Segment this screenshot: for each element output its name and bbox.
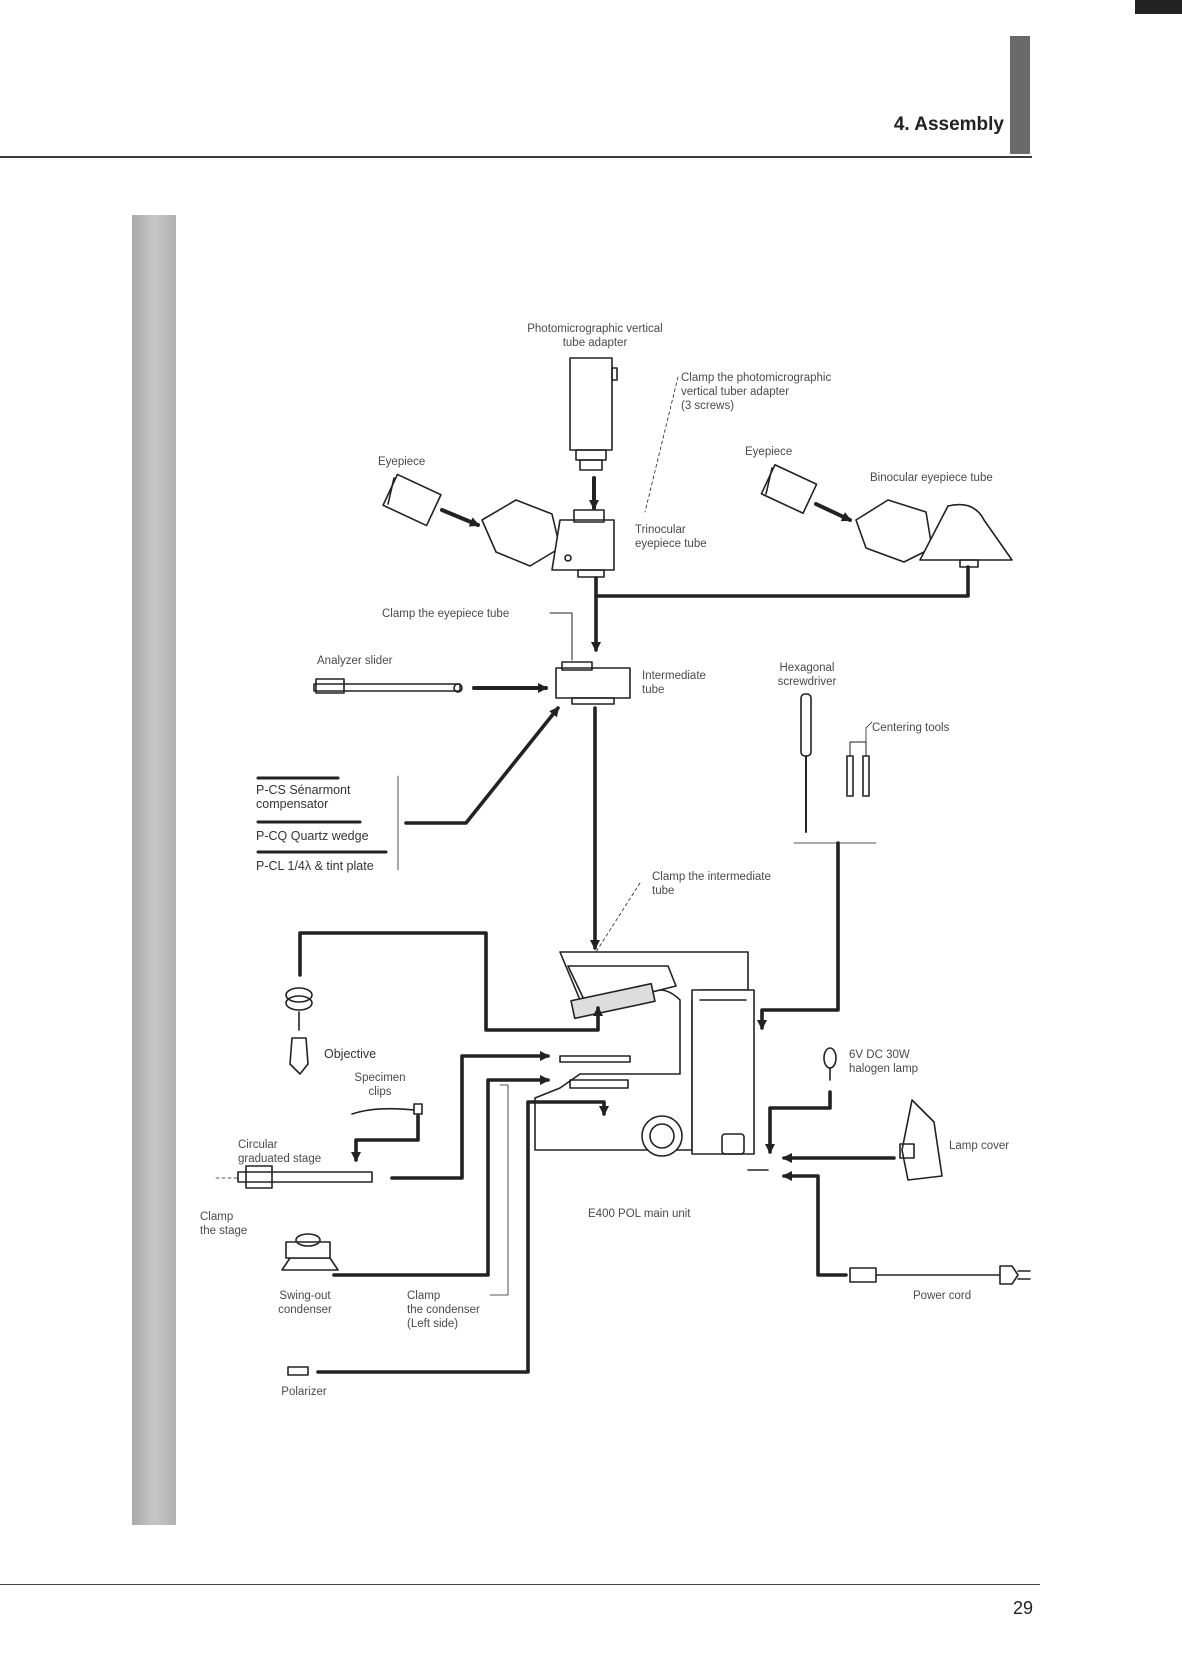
- intermediate-tube-illustration: [555, 661, 631, 705]
- compensators-illustration: [256, 775, 399, 871]
- label-intermediate-tube: Intermediate tube: [642, 670, 706, 696]
- label-main-unit: E400 POL main unit: [588, 1208, 691, 1220]
- label-objective: Objective: [324, 1047, 377, 1061]
- arrow-eyepiece-right: [814, 502, 852, 522]
- section-title: 4. Assembly: [893, 114, 1004, 135]
- arrow-compensators: [404, 706, 560, 825]
- arrow-polarizer: [316, 1100, 609, 1374]
- label-quartz-wedge: P-CQ Quartz wedge: [256, 829, 369, 843]
- label-centering-tools: Centering tools: [872, 722, 950, 734]
- condenser-illustration: [281, 1233, 339, 1271]
- stage-illustration: [215, 1165, 373, 1189]
- label-polarizer: Polarizer: [281, 1386, 327, 1398]
- trinocular-tube-illustration: [481, 499, 615, 578]
- label-halogen-lamp: 6V DC 30W halogen lamp: [849, 1049, 919, 1075]
- eyepiece-right-illustration: [760, 463, 818, 515]
- power-cord-illustration: [849, 1265, 1031, 1285]
- label-eyepiece-left: Eyepiece: [378, 456, 426, 468]
- label-hex-screwdriver: Hexagonal screwdriver: [777, 662, 837, 688]
- label-circular-stage: Circular graduated stage: [238, 1139, 322, 1165]
- line-binocular-to-intermediate: [594, 565, 970, 598]
- hex-screwdriver-illustration: [800, 693, 812, 833]
- arrow-lamp: [765, 1090, 832, 1154]
- label-senarmont: P-CS Sénarmont compensator: [256, 783, 351, 811]
- main-unit-illustration: [534, 951, 769, 1171]
- centering-tools-illustration: [846, 721, 873, 797]
- label-swing-out-condenser: Swing-out condenser: [278, 1290, 332, 1316]
- leader-clamp-eyepiece: [549, 612, 573, 661]
- leader-clamp-photo: [644, 376, 679, 513]
- label-clamp-condenser: Clamp the condenser (Left side): [407, 1290, 480, 1330]
- footer-rule: [0, 1584, 1040, 1585]
- label-tint-plate: P-CL 1/4λ & tint plate: [256, 859, 374, 873]
- polarizer-illustration: [287, 1366, 309, 1376]
- objective-illustration: [285, 987, 313, 1075]
- arrow-stage: [390, 1051, 550, 1180]
- label-eyepiece-right: Eyepiece: [745, 446, 793, 458]
- page-number: 29: [1013, 1598, 1034, 1618]
- label-clamp-photo-adapter: Clamp the photomicrographic vertical tub…: [681, 372, 832, 412]
- label-analyzer-slider: Analyzer slider: [317, 655, 393, 667]
- arrow-objective: [298, 931, 603, 1032]
- leader-clamp-condenser: [489, 1084, 509, 1296]
- label-trinocular-tube: Trinocular eyepiece tube: [635, 524, 707, 550]
- header-rule: [0, 156, 1032, 158]
- arrow-eyepiece-left: [440, 508, 480, 527]
- specimen-clips-illustration: [351, 1103, 423, 1115]
- section-tab: [1010, 36, 1030, 154]
- label-clamp-stage: Clamp the stage: [200, 1211, 248, 1237]
- lamp-cover-illustration: [899, 1099, 943, 1181]
- label-lamp-cover: Lamp cover: [949, 1140, 1010, 1152]
- label-clamp-intermediate: Clamp the intermediate tube: [652, 871, 771, 897]
- side-bar: [132, 215, 176, 1525]
- label-specimen-clips: Specimen clips: [354, 1072, 406, 1098]
- label-binocular-tube: Binocular eyepiece tube: [870, 472, 993, 484]
- label-clamp-eyepiece-tube: Clamp the eyepiece tube: [382, 608, 510, 620]
- arrow-condenser: [332, 1075, 550, 1277]
- photo-adapter-illustration: [569, 357, 618, 471]
- label-photo-adapter: Photomicrographic vertical tube adapter: [527, 323, 663, 349]
- leader-clamp-intermediate: [595, 882, 641, 953]
- lamp-illustration: [823, 1047, 837, 1081]
- arrow-tools-to-main: [757, 841, 840, 1030]
- arrow-power-cord: [782, 1171, 848, 1277]
- eyepiece-left-illustration: [382, 473, 442, 527]
- analyzer-slider-illustration: [313, 678, 463, 694]
- label-power-cord: Power cord: [913, 1290, 972, 1302]
- page-corner-mark: [1135, 0, 1182, 14]
- arrow-clips: [351, 1114, 420, 1162]
- binocular-tube-illustration: [855, 499, 1013, 568]
